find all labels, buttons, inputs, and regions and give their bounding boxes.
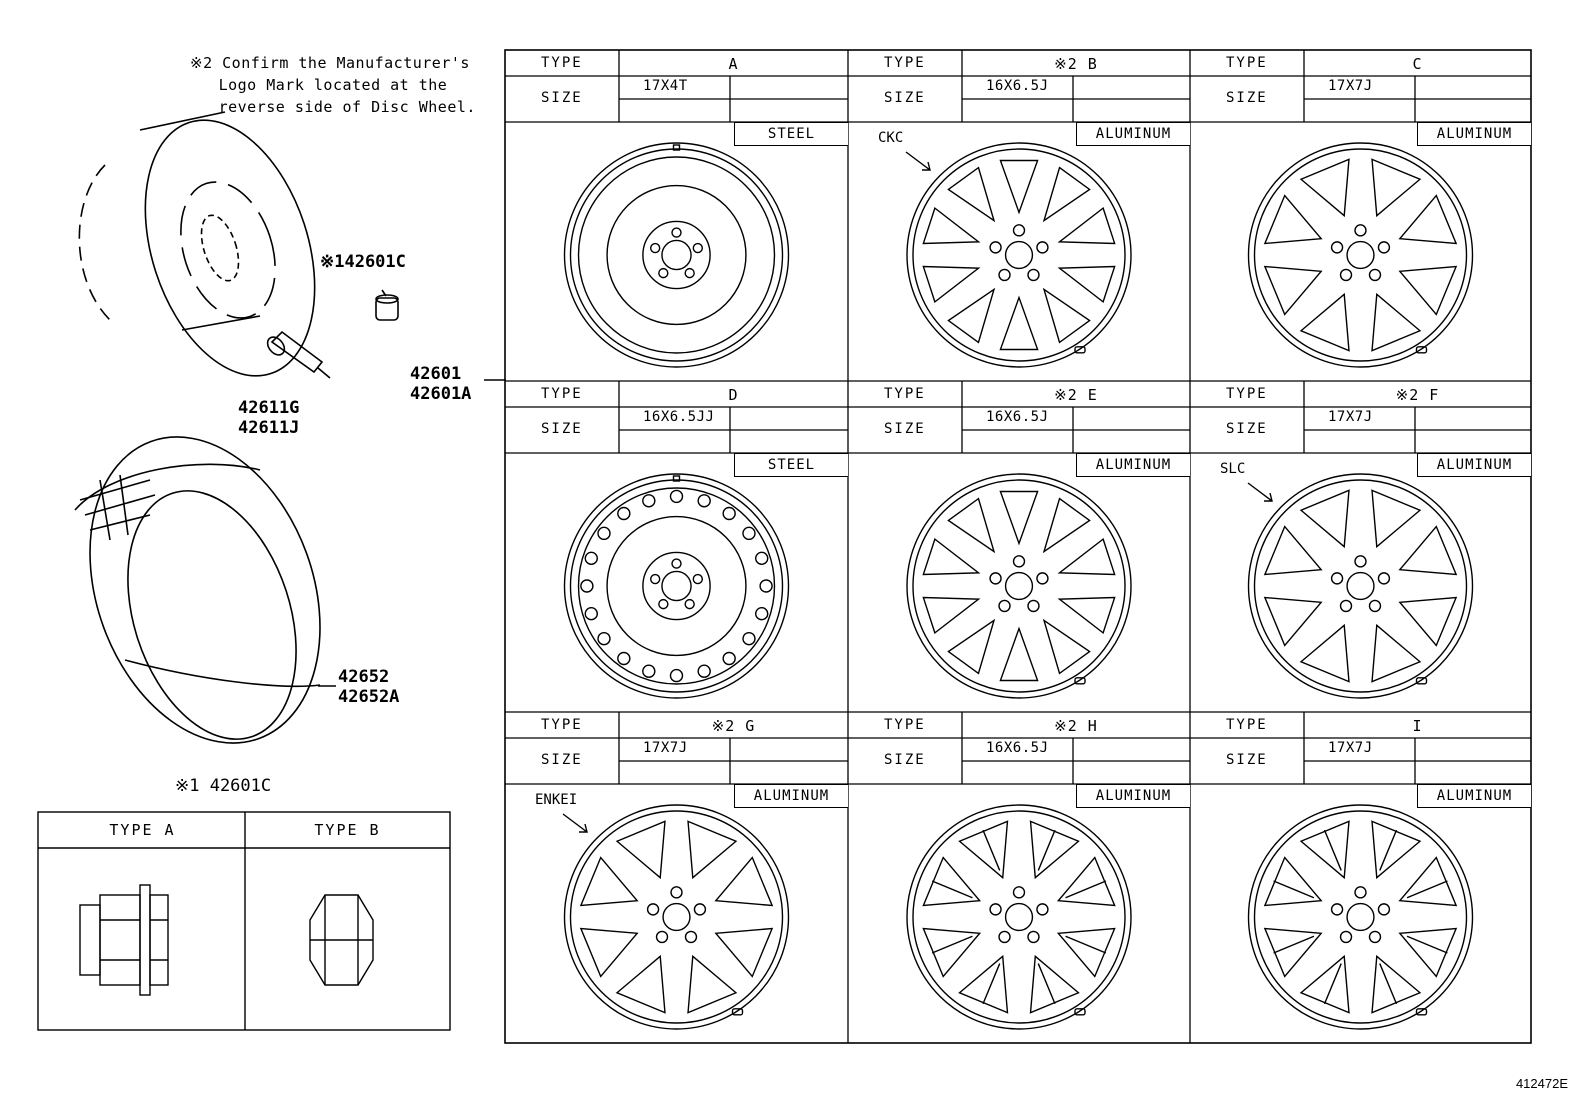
type-label: TYPE bbox=[884, 717, 926, 733]
wheel-cell-8 bbox=[1190, 712, 1531, 1030]
wheel-material-3: STEEL bbox=[734, 453, 848, 477]
nut-type-a-label: TYPE A bbox=[109, 821, 176, 839]
size-label: SIZE bbox=[541, 90, 583, 106]
manufacturer-note: ※2 Confirm the Manufacturer's Logo Mark … bbox=[190, 54, 476, 116]
valve-stem-illustration bbox=[266, 330, 331, 379]
nut-type-b-illustration bbox=[309, 894, 374, 986]
wheel-size-8: 17X7J bbox=[1328, 740, 1373, 756]
wheel-material-4: ALUMINUM bbox=[1076, 453, 1190, 477]
wheel-cell-1 bbox=[848, 50, 1190, 368]
nut-type-a-illustration bbox=[79, 884, 169, 996]
wheel-cell-5 bbox=[1190, 381, 1531, 699]
wheel-brand-6: ENKEI bbox=[535, 792, 578, 808]
wheel-cell-6 bbox=[505, 712, 848, 1030]
part-number-wheel-a[interactable]: 42601A bbox=[410, 384, 472, 404]
wheel-material-0: STEEL bbox=[734, 122, 848, 146]
tire-illustration bbox=[74, 436, 336, 744]
wheel-material-5: ALUMINUM bbox=[1417, 453, 1531, 477]
type-label: TYPE bbox=[541, 386, 583, 402]
wheel-size-1: 16X6.5J bbox=[986, 78, 1049, 94]
wheel-material-2: ALUMINUM bbox=[1417, 122, 1531, 146]
wheel-type-0: A bbox=[728, 55, 739, 73]
wheel-size-0: 17X4T bbox=[643, 78, 688, 94]
part-number-nut[interactable]: ※1 42601C bbox=[175, 776, 272, 796]
size-label: SIZE bbox=[884, 421, 926, 437]
wheel-type-7: ※2 H bbox=[1054, 717, 1098, 735]
type-label: TYPE bbox=[1226, 386, 1268, 402]
part-number-valve-g[interactable]: 42611G bbox=[238, 398, 300, 418]
wheel-size-7: 16X6.5J bbox=[986, 740, 1049, 756]
size-label: SIZE bbox=[1226, 752, 1268, 768]
wheel-brand-5: SLC bbox=[1220, 461, 1246, 477]
wheel-type-6: ※2 G bbox=[711, 717, 756, 735]
wheel-material-6: ALUMINUM bbox=[734, 784, 848, 808]
part-number-cap[interactable]: ※142601C bbox=[320, 252, 406, 272]
wheel-size-3: 16X6.5JJ bbox=[643, 409, 715, 425]
nut-type-b-label: TYPE B bbox=[314, 821, 381, 839]
size-label: SIZE bbox=[1226, 90, 1268, 106]
part-number-tire[interactable]: 42652 bbox=[338, 667, 390, 687]
wheel-type-1: ※2 B bbox=[1054, 55, 1098, 73]
type-label: TYPE bbox=[1226, 55, 1268, 71]
wheel-material-7: ALUMINUM bbox=[1076, 784, 1190, 808]
wheel-type-4: ※2 E bbox=[1054, 386, 1098, 404]
size-label: SIZE bbox=[884, 752, 926, 768]
diagram-id: 412472E bbox=[1515, 1076, 1568, 1091]
wheel-brand-1: CKC bbox=[878, 130, 904, 146]
type-label: TYPE bbox=[1226, 717, 1268, 733]
wheel-cell-2 bbox=[1190, 50, 1531, 368]
valve-cap-illustration bbox=[375, 289, 399, 321]
wheel-assembly-illustration bbox=[78, 111, 316, 377]
wheel-size-6: 17X7J bbox=[643, 740, 688, 756]
wheel-cell-0 bbox=[505, 50, 848, 368]
part-number-wheel[interactable]: 42601 bbox=[410, 364, 462, 384]
size-label: SIZE bbox=[1226, 421, 1268, 437]
wheel-material-1: ALUMINUM bbox=[1076, 122, 1190, 146]
type-label: TYPE bbox=[541, 717, 583, 733]
wheel-size-4: 16X6.5J bbox=[986, 409, 1049, 425]
wheel-cell-4 bbox=[848, 381, 1190, 699]
wheel-size-5: 17X7J bbox=[1328, 409, 1373, 425]
size-label: SIZE bbox=[884, 90, 926, 106]
wheel-size-2: 17X7J bbox=[1328, 78, 1373, 94]
wheel-type-3: D bbox=[728, 386, 739, 404]
wheel-material-8: ALUMINUM bbox=[1417, 784, 1531, 808]
wheel-cell-3 bbox=[505, 381, 848, 699]
type-label: TYPE bbox=[541, 55, 583, 71]
part-number-valve-j[interactable]: 42611J bbox=[238, 418, 300, 438]
wheel-type-5: ※2 F bbox=[1395, 386, 1440, 404]
size-label: SIZE bbox=[541, 421, 583, 437]
type-label: TYPE bbox=[884, 386, 926, 402]
wheel-type-2: C bbox=[1412, 55, 1423, 73]
size-label: SIZE bbox=[541, 752, 583, 768]
part-number-tire-a[interactable]: 42652A bbox=[338, 687, 400, 707]
wheel-type-8: I bbox=[1412, 717, 1423, 735]
type-label: TYPE bbox=[884, 55, 926, 71]
